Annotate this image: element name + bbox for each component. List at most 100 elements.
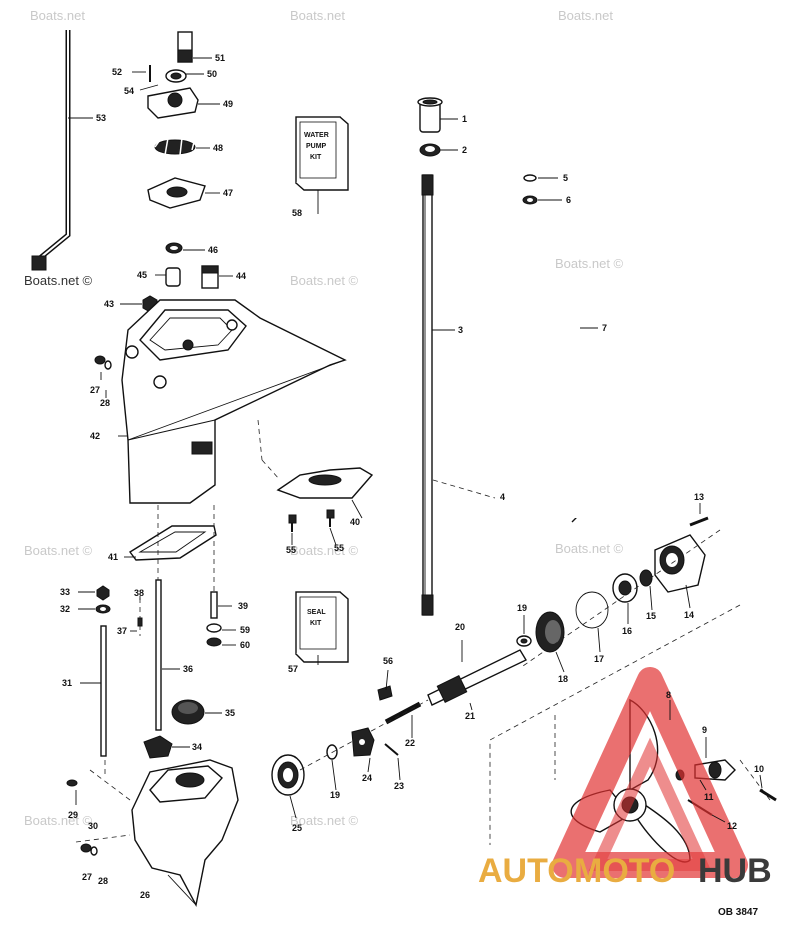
nut [80,843,92,853]
callout-label: 13 [694,492,704,502]
watermark: Boats.net © [24,273,93,288]
callout-label: 56 [383,656,393,666]
callout-label: 34 [192,742,202,752]
callout-label: 55 [286,545,296,555]
callout-label: 18 [558,674,568,684]
gear-housing [131,759,239,908]
callout-label: 55 [334,543,344,553]
callout-labels: 1 2 3 4 5 6 7 8 9 10 11 12 13 14 15 16 1… [60,53,764,900]
screw [689,516,709,527]
clutch-pin [384,743,399,756]
callout-label: 37 [117,626,127,636]
bearing-carrier [654,534,706,593]
kit-label-line: WATER [304,132,329,139]
gasket-inner [138,531,207,553]
callout-label: 45 [137,270,147,280]
callout-label: 36 [183,664,193,674]
callout-label: 35 [225,708,235,718]
seal-kit: SEAL KIT [295,591,349,663]
callout-label: 16 [622,626,632,636]
kit-label-line: KIT [310,154,322,161]
nut [94,355,106,365]
propeller-shaft [427,649,527,706]
callout-label: 52 [112,67,122,77]
stud [100,579,222,757]
callout-label: 58 [292,208,302,218]
callout-label: 31 [62,678,72,688]
logo-auto: AUTO [478,852,574,890]
callout-label: 46 [208,245,218,255]
watermark: Boats.net © [555,256,624,271]
kit-label-line: PUMP [306,143,327,150]
callout-label: 15 [646,611,656,621]
watermark: Boats.net [558,8,613,23]
callout-label: 50 [207,69,217,79]
callout-label: 28 [98,876,108,886]
drive-shaft-housing [121,299,347,504]
callout-label: 26 [140,890,150,900]
callout-label: 54 [124,86,134,96]
callout-label: 33 [60,587,70,597]
callout-label: 6 [566,195,571,205]
callout-label: 59 [240,625,250,635]
callout-label: 39 [238,601,248,611]
watermarks: Boats.net Boats.net Boats.net Boats.net … [24,8,624,828]
washer [104,360,112,370]
callout-label: 29 [68,810,78,820]
watermark: Boats.net © [24,543,93,558]
reverse-gear [535,611,565,653]
watermark: Boats.net © [290,273,359,288]
callout-label: 21 [465,711,475,721]
callout-label: 47 [223,188,233,198]
callout-label: 43 [104,299,114,309]
shift-rod [522,174,578,523]
callout-label: 9 [702,725,707,735]
water-pump-kit: WATER PUMP KIT [295,116,349,191]
gasket [128,525,217,561]
screw [759,788,777,802]
o-ring [575,591,609,629]
callout-label: 19 [330,790,340,800]
callout-label: 49 [223,99,233,109]
callout-label: 42 [90,431,100,441]
seal [639,569,653,587]
callout-label: 20 [455,622,465,632]
screw [288,509,335,532]
forward-gear-bearing [271,754,305,796]
callout-label: 12 [727,821,737,831]
watermark: Boats.net © [24,813,93,828]
exhaust-plate [261,459,374,499]
callout-label: 17 [594,654,604,664]
callout-label: 53 [96,113,106,123]
callout-label: 48 [213,143,223,153]
water-tube-seal-top [178,702,198,714]
callout-label: 44 [236,271,246,281]
drive-shaft-grommet [417,97,443,133]
upper-shift-rod [31,30,71,271]
shift-cam [143,735,173,759]
assembly-guides [75,419,771,845]
callout-label: 24 [362,773,372,783]
watermark: Boats.net © [290,543,359,558]
callout-label: 60 [240,640,250,650]
callout-label: 57 [288,664,298,674]
watermark: Boats.net © [290,813,359,828]
drive-shaft-seal [419,143,441,157]
watermark: Boats.net © [555,541,624,556]
logo-moto: MOTO [574,852,675,890]
callout-label: 22 [405,738,415,748]
automotohub-logo: AUTO MOTO HUB [478,667,772,890]
watermark: Boats.net [290,8,345,23]
callout-label: 4 [500,492,505,502]
thrust-washer [326,744,338,760]
callout-label: 51 [215,53,225,63]
logo-hub: HUB [698,852,772,890]
screw-head [66,779,78,787]
propeller-nut-cone [694,759,736,781]
callout-label: 3 [458,325,463,335]
callout-label: 38 [134,588,144,598]
shift-plunger [384,701,422,725]
clutch [351,727,375,757]
callout-label: 23 [394,781,404,791]
